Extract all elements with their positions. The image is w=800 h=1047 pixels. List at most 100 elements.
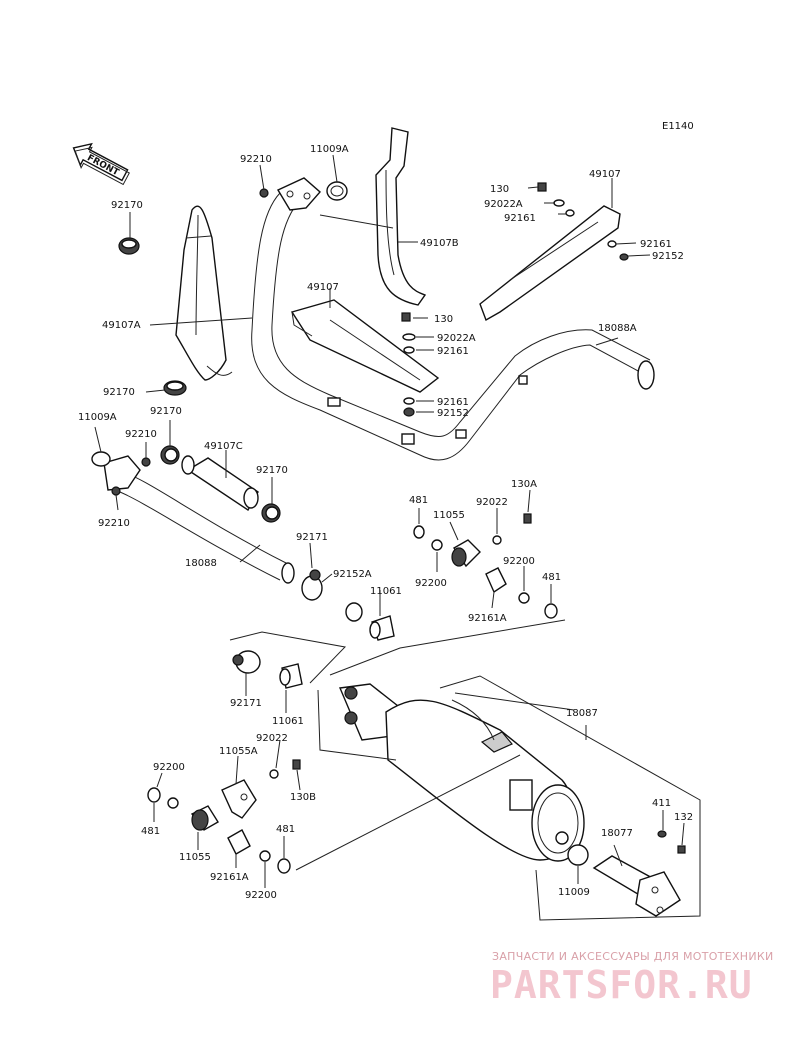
label-49107A: 49107A [102, 320, 141, 331]
label-481-a: 481 [409, 495, 428, 506]
watermark-logo: PARTSFOR.RU [490, 963, 753, 1007]
bushing-11061-a [369, 615, 395, 641]
ring-92200-d [259, 850, 271, 862]
label-92161-tr: 92161 [504, 213, 536, 224]
label-18077: 18077 [601, 828, 633, 839]
label-92171-a: 92171 [296, 532, 328, 543]
washer-92022-b [269, 769, 279, 779]
label-11061-a: 11061 [370, 586, 402, 597]
label-92200-d: 92200 [245, 890, 277, 901]
label-481-c: 481 [141, 826, 160, 837]
label-92171-b: 92171 [230, 698, 262, 709]
label-11055-a: 11055 [433, 510, 465, 521]
label-49107C: 49107C [204, 441, 243, 452]
diagram-code: E1140 [662, 121, 694, 132]
label-92022-b: 92022 [256, 733, 288, 744]
label-18088A: 18088A [598, 323, 637, 334]
ring-92200-c [167, 797, 179, 809]
label-11009A-top: 11009A [310, 144, 349, 155]
label-92152A: 92152A [333, 569, 372, 580]
label-11055-b: 11055 [179, 852, 211, 863]
bolt-130-middle [401, 312, 416, 417]
tail-pipe-18077 [592, 855, 681, 917]
bushing-92161A-a [485, 567, 507, 594]
muffler-18087 [338, 683, 585, 862]
watermark-tagline: ЗАПЧАСТИ И АКСЕССУАРЫ ДЛЯ МОТОТЕХНИКИ [492, 950, 774, 963]
gasket-11009-bottom [567, 844, 589, 866]
heat-cover-49107A [175, 205, 233, 381]
label-11009-bottom: 11009 [558, 887, 590, 898]
label-92022-a: 92022 [476, 497, 508, 508]
clamp-92171-a [301, 569, 323, 601]
label-18087: 18087 [566, 708, 598, 719]
label-92170-right: 92170 [256, 465, 288, 476]
ring-481-c [147, 787, 161, 803]
label-92200-b: 92200 [415, 578, 447, 589]
nut-411 [657, 830, 667, 838]
nut-92210-top [259, 188, 269, 198]
label-411: 411 [652, 798, 671, 809]
label-92200-a: 92200 [503, 556, 535, 567]
label-130-tr: 130 [490, 184, 509, 195]
label-92210-left: 92210 [125, 429, 157, 440]
label-92161-tr2: 92161 [640, 239, 672, 250]
label-92022A-tr: 92022A [484, 199, 523, 210]
bolt-132 [677, 845, 686, 854]
collar-11055-b [190, 805, 219, 831]
label-92210-low: 92210 [98, 518, 130, 529]
leader-lines [94, 154, 701, 921]
label-92161-mid: 92161 [437, 346, 469, 357]
front-direction-arrow: FRONT [72, 142, 130, 186]
label-11009A-left: 11009A [78, 412, 117, 423]
bushing-92161A-b [227, 829, 251, 855]
label-92210-top: 92210 [240, 154, 272, 165]
bushing-11061-b [279, 663, 303, 689]
label-92152-tr: 92152 [652, 251, 684, 262]
label-92152-mid: 92152 [437, 408, 469, 419]
label-92022A-mid: 92022A [437, 333, 476, 344]
label-92170-mid: 92170 [103, 387, 135, 398]
ring-481-d [277, 858, 291, 874]
label-92200-c: 92200 [153, 762, 185, 773]
label-481-b: 481 [542, 572, 561, 583]
heat-cover-49107-topright [455, 205, 621, 439]
label-130A: 130A [511, 479, 537, 490]
heat-cover-49107-middle [290, 299, 440, 445]
bolt-130A [523, 513, 532, 524]
label-92170-mid2: 92170 [150, 406, 182, 417]
clamp-92171-b [232, 650, 261, 674]
label-49107-tr: 49107 [589, 169, 621, 180]
part-labels: 92210 11009A 92170 49107B 49107 49107A 1… [78, 144, 693, 901]
clamp-92170-mid [160, 445, 180, 465]
ring-92152A [345, 602, 363, 622]
label-92170-top: 92170 [111, 200, 143, 211]
ring-92200-a [431, 539, 443, 551]
ring-481-b [544, 603, 558, 619]
label-18088: 18088 [185, 558, 217, 569]
heat-cover-49107C [181, 455, 259, 512]
label-481-d: 481 [276, 824, 295, 835]
label-92161A-a: 92161A [468, 613, 507, 624]
bolt-130B [292, 759, 301, 770]
washer-92022-a [492, 535, 502, 545]
collar-11055-a [451, 539, 481, 568]
label-11061-b: 11061 [272, 716, 304, 727]
bracket-11055A [221, 779, 257, 819]
exhaust-pipe-front-loop [251, 177, 655, 461]
label-130-mid: 130 [434, 314, 453, 325]
label-49107B: 49107B [420, 238, 459, 249]
label-49107-mid: 49107 [307, 282, 339, 293]
hose-clamp-92170-top [118, 237, 140, 255]
ring-92200-b [518, 592, 530, 604]
label-92161-mid2: 92161 [437, 397, 469, 408]
label-132: 132 [674, 812, 693, 823]
ring-481-a [413, 525, 425, 539]
exhaust-pipe-18088 [91, 451, 295, 584]
clamp-92170-left [163, 380, 187, 396]
clamp-92170-right [261, 503, 281, 523]
label-130B: 130B [290, 792, 316, 803]
label-11055A: 11055A [219, 746, 258, 757]
heat-cover-49107B [375, 127, 427, 306]
gasket-11009A-top [326, 181, 348, 201]
